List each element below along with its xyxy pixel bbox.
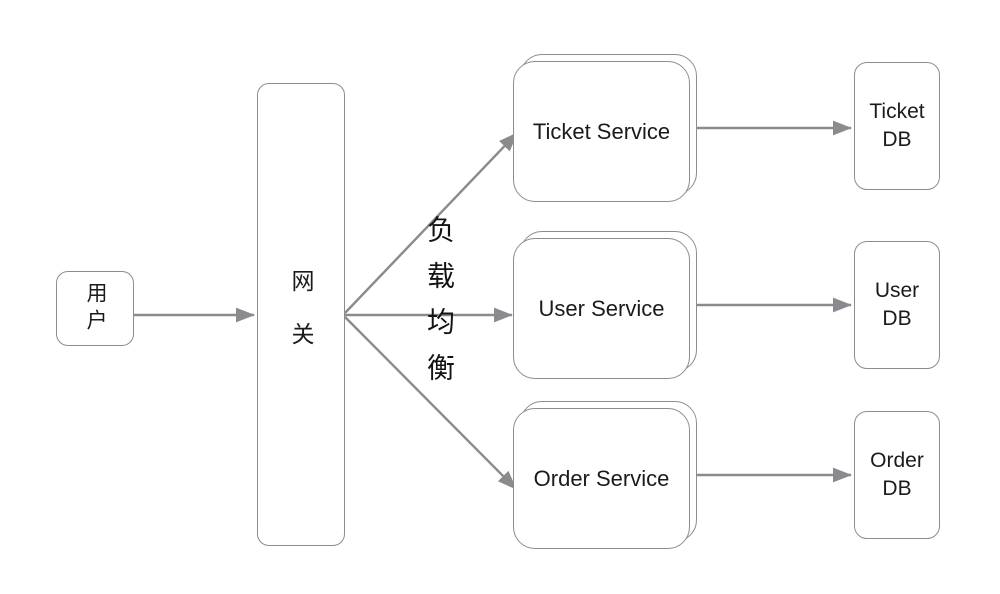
node-user-label: 用户 xyxy=(84,281,107,336)
user-db-text: User DB xyxy=(875,277,919,333)
user-service-front-panel[interactable]: User Service xyxy=(513,238,690,379)
ticket-service-front-panel[interactable]: Ticket Service xyxy=(513,61,690,202)
node-order-service[interactable]: Order Service xyxy=(513,401,697,549)
node-user-db[interactable]: User DB xyxy=(854,241,940,369)
ticket-db-text: Ticket DB xyxy=(869,98,924,154)
ticket-db-label-line2: DB xyxy=(882,128,912,151)
user-db-label-line1: User xyxy=(874,279,920,302)
order-service-label: Order Service xyxy=(533,465,670,491)
node-ticket-service[interactable]: Ticket Service xyxy=(513,54,697,202)
node-order-db[interactable]: Order DB xyxy=(854,411,940,539)
edge-label-load-balance: 负载均衡 xyxy=(424,215,455,399)
order-db-label-line1: Order xyxy=(870,449,924,472)
node-ticket-db[interactable]: Ticket DB xyxy=(854,62,940,190)
order-service-front-panel[interactable]: Order Service xyxy=(513,408,690,549)
user-db-label-line2: DB xyxy=(882,307,912,330)
user-service-label: User Service xyxy=(538,295,665,321)
order-db-label-line2: DB xyxy=(882,477,912,500)
node-user-service[interactable]: User Service xyxy=(513,231,697,379)
node-gateway-label: 网关 xyxy=(288,269,314,375)
ticket-service-label: Ticket Service xyxy=(532,118,671,144)
node-user[interactable]: 用户 xyxy=(56,271,134,346)
node-gateway[interactable]: 网关 xyxy=(257,83,345,546)
ticket-db-label-line1: Ticket xyxy=(869,100,925,123)
order-db-text: Order DB xyxy=(870,447,924,503)
